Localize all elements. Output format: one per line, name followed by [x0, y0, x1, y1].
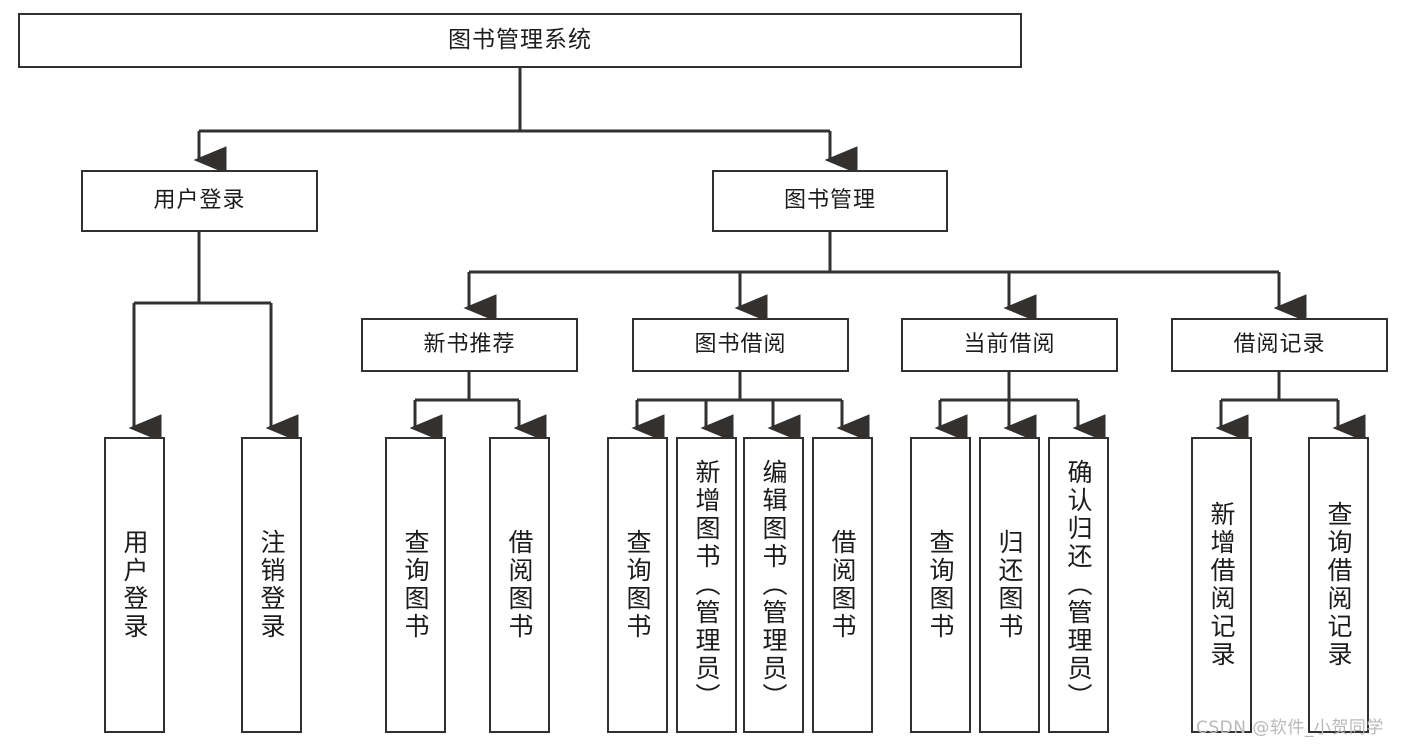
node-root-system[interactable]: 图书管理系统 [18, 13, 1022, 68]
node-new-book-recommend-label: 新书推荐 [423, 332, 516, 358]
node-root-label: 图书管理系统 [448, 27, 592, 54]
node-user-login[interactable]: 用户登录 [81, 170, 318, 232]
node-leaf-borrow-book-2[interactable]: 借阅图书 [812, 437, 873, 733]
node-leaf-confirm-return[interactable]: 确认归还（管理员） [1048, 437, 1109, 733]
node-book-manage-label: 图书管理 [783, 188, 876, 214]
node-current-borrow-label: 当前借阅 [963, 332, 1056, 358]
node-leaf-query-book-2[interactable]: 查询图书 [607, 437, 668, 733]
node-user-login-label: 用户登录 [153, 188, 246, 214]
node-leaf-edit-book[interactable]: 编辑图书（管理员） [743, 437, 804, 733]
node-leaf-user-login[interactable]: 用户登录 [104, 437, 165, 733]
node-borrow-record-label: 借阅记录 [1233, 332, 1326, 358]
node-leaf-return-book-label: 归还图书 [995, 529, 1024, 641]
node-book-borrow[interactable]: 图书借阅 [632, 318, 849, 372]
node-leaf-user-logout[interactable]: 注销登录 [241, 437, 302, 733]
node-new-book-recommend[interactable]: 新书推荐 [361, 318, 578, 372]
node-leaf-query-record[interactable]: 查询借阅记录 [1308, 437, 1369, 733]
node-leaf-query-book-2-label: 查询图书 [623, 529, 652, 641]
node-leaf-query-book-3[interactable]: 查询图书 [910, 437, 971, 733]
node-leaf-query-book-1[interactable]: 查询图书 [385, 437, 446, 733]
node-borrow-record[interactable]: 借阅记录 [1171, 318, 1388, 372]
node-leaf-user-login-label: 用户登录 [120, 529, 149, 641]
node-leaf-edit-book-label: 编辑图书（管理员） [759, 459, 788, 711]
node-leaf-query-book-3-label: 查询图书 [926, 529, 955, 641]
node-book-borrow-label: 图书借阅 [694, 332, 787, 358]
node-leaf-query-record-label: 查询借阅记录 [1324, 501, 1353, 669]
node-leaf-add-book[interactable]: 新增图书（管理员） [676, 437, 737, 733]
node-leaf-add-record[interactable]: 新增借阅记录 [1191, 437, 1252, 733]
node-leaf-borrow-book-1-label: 借阅图书 [505, 529, 534, 641]
node-leaf-return-book[interactable]: 归还图书 [979, 437, 1040, 733]
node-leaf-borrow-book-2-label: 借阅图书 [828, 529, 857, 641]
node-leaf-query-book-1-label: 查询图书 [401, 529, 430, 641]
node-leaf-add-book-label: 新增图书（管理员） [692, 459, 721, 711]
node-current-borrow[interactable]: 当前借阅 [901, 318, 1118, 372]
node-book-manage[interactable]: 图书管理 [712, 170, 948, 232]
node-leaf-user-logout-label: 注销登录 [257, 529, 286, 641]
node-leaf-confirm-return-label: 确认归还（管理员） [1064, 459, 1093, 711]
node-leaf-add-record-label: 新增借阅记录 [1207, 501, 1236, 669]
csdn-watermark: CSDN @软件_小贺同学 [1196, 718, 1384, 738]
node-leaf-borrow-book-1[interactable]: 借阅图书 [489, 437, 550, 733]
